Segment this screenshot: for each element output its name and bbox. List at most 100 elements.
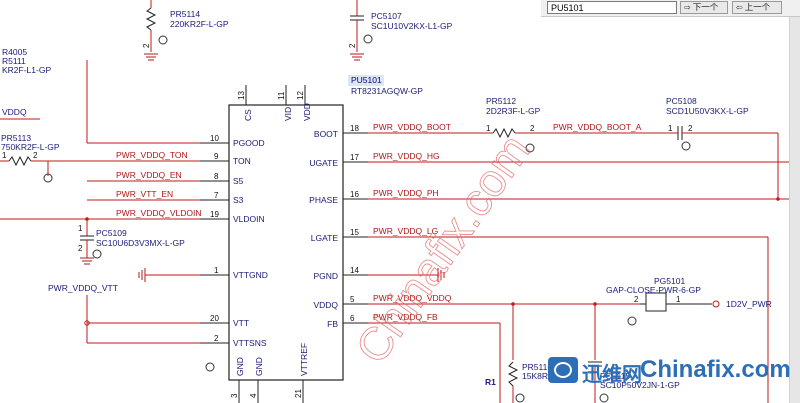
net-vldoin: PWR_VDDQ_VLDOIN [116,208,202,218]
right-pins [343,132,368,324]
pc5115-ref: PC5115 [600,371,630,381]
pin-num-vldoin: 19 [210,210,219,219]
pin-num-ugate: 17 [350,153,359,162]
resistor-pr5113 [8,155,32,167]
watermark-en: Chinafix.com [640,356,791,383]
net-vtt-en: PWR_VTT_EN [116,189,173,199]
test-point-icon [205,362,215,372]
test-point-icon [515,393,525,403]
pin-name-pgnd: PGND [313,271,338,281]
pin2-label: 2 [33,151,38,160]
pc5109-ref: PC5109 [96,228,127,238]
r5111-ref: R5111 [2,56,26,66]
pin-num-vddq: 5 [350,295,355,304]
pc5107-pin2: 2 [348,43,357,48]
ground-icon [437,268,445,282]
pin-num-lgate: 15 [350,228,359,237]
pin-name-phase: PHASE [309,195,338,205]
test-point-icon [599,393,609,403]
net-boot: PWR_VDDQ_BOOT [373,122,451,132]
resistor-pr5114 [145,7,157,31]
find-prev-button[interactable]: ⇦上一个 [732,1,782,14]
pc5115-value: SC10P50V2JN-1-GP [600,380,680,390]
net-out: 1D2V_PWR [726,299,772,309]
find-next-button[interactable]: ⇨下一个 [680,1,728,14]
test-point-icon [158,35,168,45]
pin-name-vttref: VTTREF [299,343,309,376]
pin-num-boot: 18 [350,124,359,133]
pr5114-pin2: 2 [142,43,151,48]
pin-name-ugate: UGATE [309,158,338,168]
ground-icon [350,53,364,61]
find-prev-label: 上一个 [744,2,771,12]
net-boot-a: PWR_VDDQ_BOOT_A [553,122,642,132]
ground-icon [138,268,146,282]
left-pins [200,142,229,344]
pin-num-gnd-3: 3 [230,393,239,398]
find-next-label: 下一个 [692,2,719,12]
pin-num-ton: 9 [214,152,219,161]
net-fb: PWR_VDDQ_FB [373,312,438,322]
ic-part: RT8231AGQW-GP [351,86,423,96]
watermark-badge-icon [548,357,578,383]
ground-icon [80,257,94,265]
test-point-icon [627,316,637,326]
pin-name-gnd-3: GND [235,357,245,376]
vertical-scrollbar[interactable] [789,17,800,403]
pin-num-phase: 16 [350,190,359,199]
pr5113-ref: PR5113 [1,133,31,143]
pin-name-s3: S3 [233,195,244,205]
r4005-ref: R4005 [2,47,27,57]
test-point-icon [92,249,102,259]
pin-num-vttsns: 2 [214,334,219,343]
pin-name-lgate: LGATE [311,233,339,243]
pr5112-pin2: 2 [530,124,535,133]
pr5112-pin1: 1 [486,124,491,133]
pin-num-vtt: 20 [210,314,219,323]
pin1-label: 1 [2,151,7,160]
pin-name-vdd: VDD [302,103,312,121]
ic-ref-highlight [348,75,384,86]
resistor-pr5116 [507,361,519,387]
pr5113-value: 750KR2F-L-GP [1,142,60,152]
pr5114-value: 220KR2F-L-GP [170,19,229,29]
pc5108-pin2: 2 [688,124,693,133]
pin-num-vid: 11 [277,91,286,100]
pc5109-pin1: 1 [78,224,83,233]
pin-num-gnd-4: 4 [249,393,258,398]
gap-pg5101 [645,292,667,312]
pc5107-value: SC1U10V2KX-L1-GP [371,21,453,31]
pin-num-vttref: 21 [294,389,303,398]
net-vddq: PWR_VDDQ_VDDQ [373,293,452,303]
pin-num-s3: 7 [214,191,219,200]
pin-name-vttsns: VTTSNS [233,338,267,348]
test-point-icon [525,143,535,153]
ic-ref-text: PU5101 [351,75,382,85]
pc5108-pin1: 1 [668,124,673,133]
pc5107-ref: PC5107 [371,11,402,21]
pin-name-boot: BOOT [314,129,338,139]
pin-num-vdd: 12 [296,91,305,100]
pin-name-s5: S5 [233,176,244,186]
resistor-pr5112 [492,127,516,139]
arrow-right-icon: ⇨ [684,3,691,12]
pin-name-gnd-4: GND [254,357,264,376]
pg5101-value: GAP-CLOSE-PWR-6-GP [606,285,701,295]
pg5101-ref: PG5101 [654,276,685,286]
pr5116-ref: PR5116 [522,362,552,372]
pin-name-ton: TON [233,156,251,166]
pin-name-vldoin: VLDOIN [233,214,265,224]
net-ph: PWR_VDDQ_PH [373,188,439,198]
pin-num-cs: 13 [237,91,246,100]
pr5116-value: 15K8R2F-GP [522,371,573,381]
net-vddq-left: VDDQ [2,107,27,117]
net-ton: PWR_VDDQ_TON [116,150,188,160]
r5111-value: KR2F-L1-GP [2,65,51,75]
pin-name-vttgnd: VTTGND [233,270,268,280]
pin-name-cs: CS [243,109,253,121]
pin-num-fb: 6 [350,314,355,323]
pin-name-vddq: VDDQ [313,300,338,310]
find-input[interactable] [547,1,677,14]
pin-num-vttgnd: 1 [214,266,219,275]
